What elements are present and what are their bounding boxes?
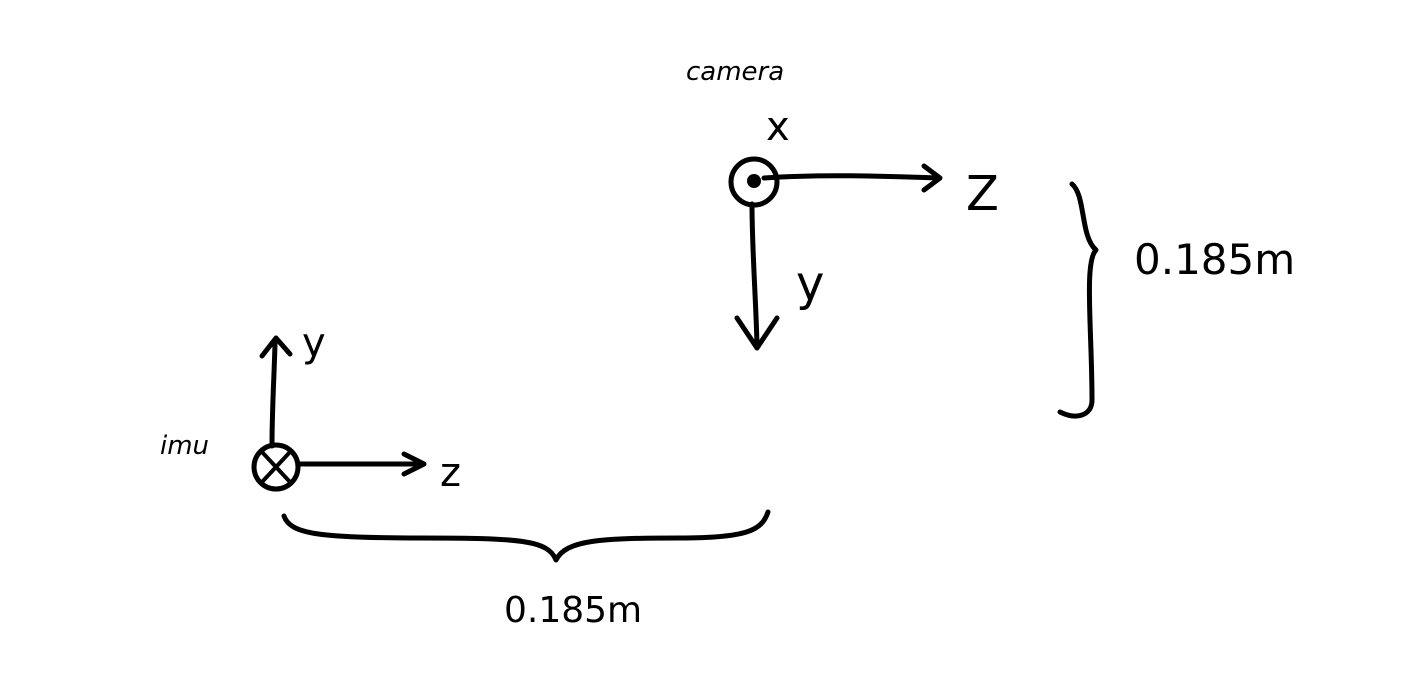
horizontal-offset-brace	[281, 509, 771, 563]
imu-z-axis-arrow	[295, 451, 427, 477]
imu-origin-into-page-icon	[251, 442, 301, 492]
camera-frame: camera x Z y	[686, 57, 999, 351]
imu-frame: imu y z	[160, 320, 461, 496]
camera-y-axis-arrow	[734, 201, 780, 351]
imu-z-axis-label: z	[440, 450, 461, 496]
imu-y-axis-label: y	[302, 320, 326, 366]
vertical-offset-label: 0.185m	[1134, 235, 1295, 284]
horizontal-offset-label: 0.185m	[504, 590, 642, 631]
camera-z-axis-arrow	[761, 163, 943, 193]
imu-frame-label: imu	[160, 431, 209, 461]
camera-y-axis-label: y	[796, 256, 824, 312]
camera-z-axis-label: Z	[966, 166, 999, 222]
camera-origin-out-of-page-icon	[728, 156, 780, 208]
camera-frame-label: camera	[686, 57, 784, 87]
camera-x-axis-label: x	[766, 104, 790, 150]
vertical-offset-brace	[1057, 181, 1099, 419]
imu-y-axis-arrow	[259, 335, 293, 449]
